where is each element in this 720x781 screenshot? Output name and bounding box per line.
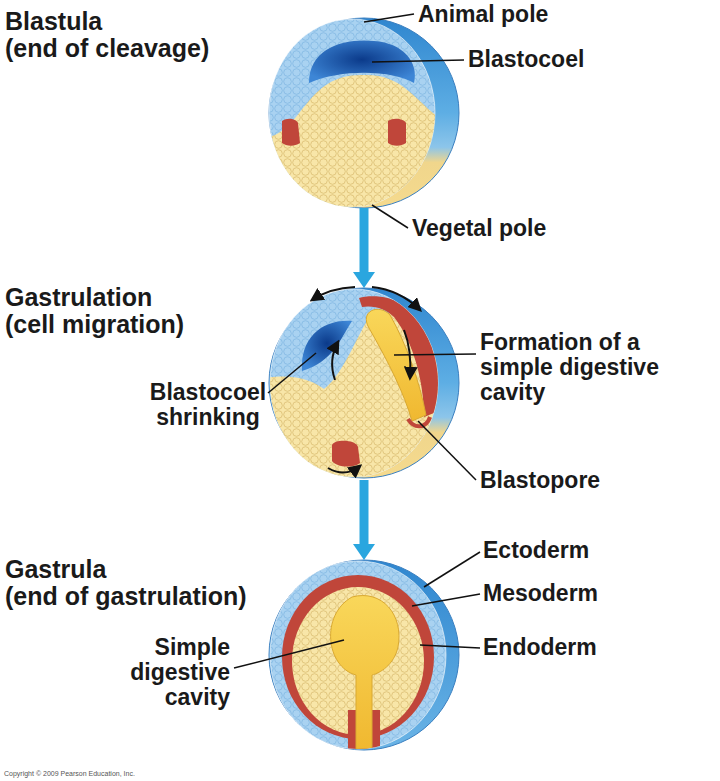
part-label: Blastopore — [480, 468, 600, 493]
archenteron — [366, 309, 426, 421]
part-label: Simple digestive cavity — [100, 635, 230, 710]
leader-lines — [234, 14, 480, 668]
mesoderm-patch — [388, 119, 406, 146]
migration-arrow — [312, 287, 355, 300]
blastula-drawing — [264, 18, 464, 213]
migration-arrow — [332, 342, 338, 380]
part-label: Blastocoel — [468, 47, 584, 72]
part-label: Formation of a simple digestive cavity — [480, 330, 680, 405]
migration-arrow — [404, 330, 410, 378]
vegetal-cells — [264, 75, 464, 213]
part-label: Endoderm — [483, 635, 597, 660]
stage-title: Gastrula — [5, 556, 247, 583]
stage-subtitle: (end of cleavage) — [5, 35, 209, 62]
stage-heading: Blastula(end of cleavage) — [5, 8, 209, 62]
leader-line — [418, 421, 476, 480]
stage-heading: Gastrula(end of gastrulation) — [5, 556, 247, 610]
blastocoel-cavity — [302, 321, 352, 371]
gastrulation-drawing — [264, 288, 464, 483]
leader-line — [424, 552, 480, 587]
leader-line — [394, 354, 476, 355]
stage-subtitle: (end of gastrulation) — [5, 583, 247, 610]
part-label: Ectoderm — [483, 538, 589, 563]
leader-line — [372, 60, 464, 62]
gastrula-drawing — [269, 560, 459, 755]
part-label: Blastocoel shrinking — [138, 380, 278, 430]
leader-line — [268, 353, 316, 393]
stage-arrow — [360, 480, 369, 544]
stage-heading: Gastrulation(cell migration) — [5, 284, 184, 338]
stage-subtitle: (cell migration) — [5, 311, 184, 338]
ectoderm-layer — [270, 561, 446, 749]
embryo-stage: Blastula(end of cleavage) — [266, 18, 462, 208]
part-label: Mesoderm — [483, 581, 598, 606]
stage-title: Gastrulation — [5, 284, 184, 311]
digestive-cavity — [331, 596, 399, 749]
mesoderm-patch — [282, 119, 300, 146]
embryo-surface — [269, 560, 459, 750]
leader-line — [372, 205, 408, 228]
stage-arrow — [360, 208, 369, 272]
migration-arrow — [328, 466, 360, 473]
migration-arrows — [312, 287, 420, 473]
copyright-note: Copyright © 2009 Pearson Education, Inc. — [4, 770, 135, 778]
mesoderm-patch — [332, 441, 360, 467]
migration-arrow — [372, 287, 420, 310]
part-label: Vegetal pole — [412, 216, 546, 241]
leader-line — [364, 14, 414, 22]
leader-line — [420, 645, 480, 648]
leader-line — [234, 640, 344, 668]
stage-title: Blastula — [5, 8, 209, 35]
part-label: Animal pole — [418, 2, 548, 27]
embryo-stage: Gastrulation(cell migration) — [266, 288, 462, 480]
embryo-stage: Gastrula(end of gastrulation) — [266, 560, 462, 752]
leader-line — [412, 594, 480, 606]
